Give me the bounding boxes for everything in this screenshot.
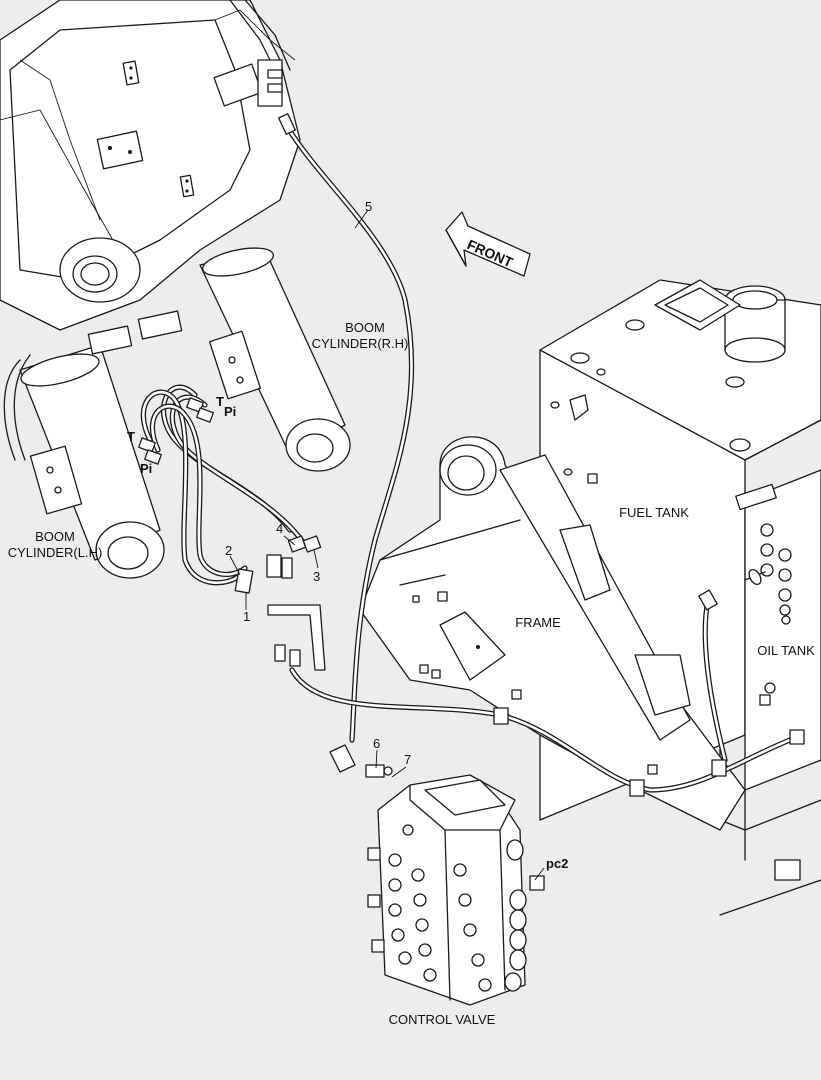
boom-cylinder-lh-label-2: CYLINDER(L.H): [8, 545, 103, 560]
callout-1: 1: [243, 609, 250, 624]
boom-cylinder-rh-label-2: CYLINDER(R.H): [312, 336, 409, 351]
oil-tank-label: OIL TANK: [757, 643, 815, 658]
port-t-right-label: T: [216, 394, 224, 409]
frame: [359, 436, 746, 831]
frame-label: FRAME: [515, 615, 561, 630]
boom-cylinder-lh-label-1: BOOM: [35, 529, 75, 544]
port-pc2-label: pc2: [546, 856, 568, 871]
fuel-tank-label: FUEL TANK: [619, 505, 689, 520]
boom-cylinder-lh: [3, 325, 165, 579]
boom-cylinder-rh-label-1: BOOM: [345, 320, 385, 335]
boom-cylinder-rh: [137, 247, 351, 472]
callout-4: 4: [276, 521, 283, 536]
component-labels: BOOM CYLINDER(R.H) BOOM CYLINDER(L.H) FU…: [8, 320, 815, 1027]
callout-2: 2: [225, 543, 232, 558]
callout-3: 3: [313, 569, 320, 584]
control-valve-label: CONTROL VALVE: [389, 1012, 496, 1027]
valve-spools: [504, 839, 545, 992]
callout-6: 6: [373, 736, 380, 751]
callout-7: 7: [404, 752, 411, 767]
boom-structure: [0, 0, 301, 331]
callout-5: 5: [365, 199, 372, 214]
port-pi-left-label: Pi: [140, 461, 152, 476]
callouts: 1 2 3 4 5 6 7: [225, 199, 545, 881]
front-arrow: FRONT: [445, 211, 531, 277]
valve-ports: [367, 824, 492, 992]
port-t-left-label: T: [127, 429, 135, 444]
fittings: [138, 113, 805, 797]
control-valve: [367, 774, 545, 1006]
port-pi-right-label: Pi: [224, 404, 236, 419]
